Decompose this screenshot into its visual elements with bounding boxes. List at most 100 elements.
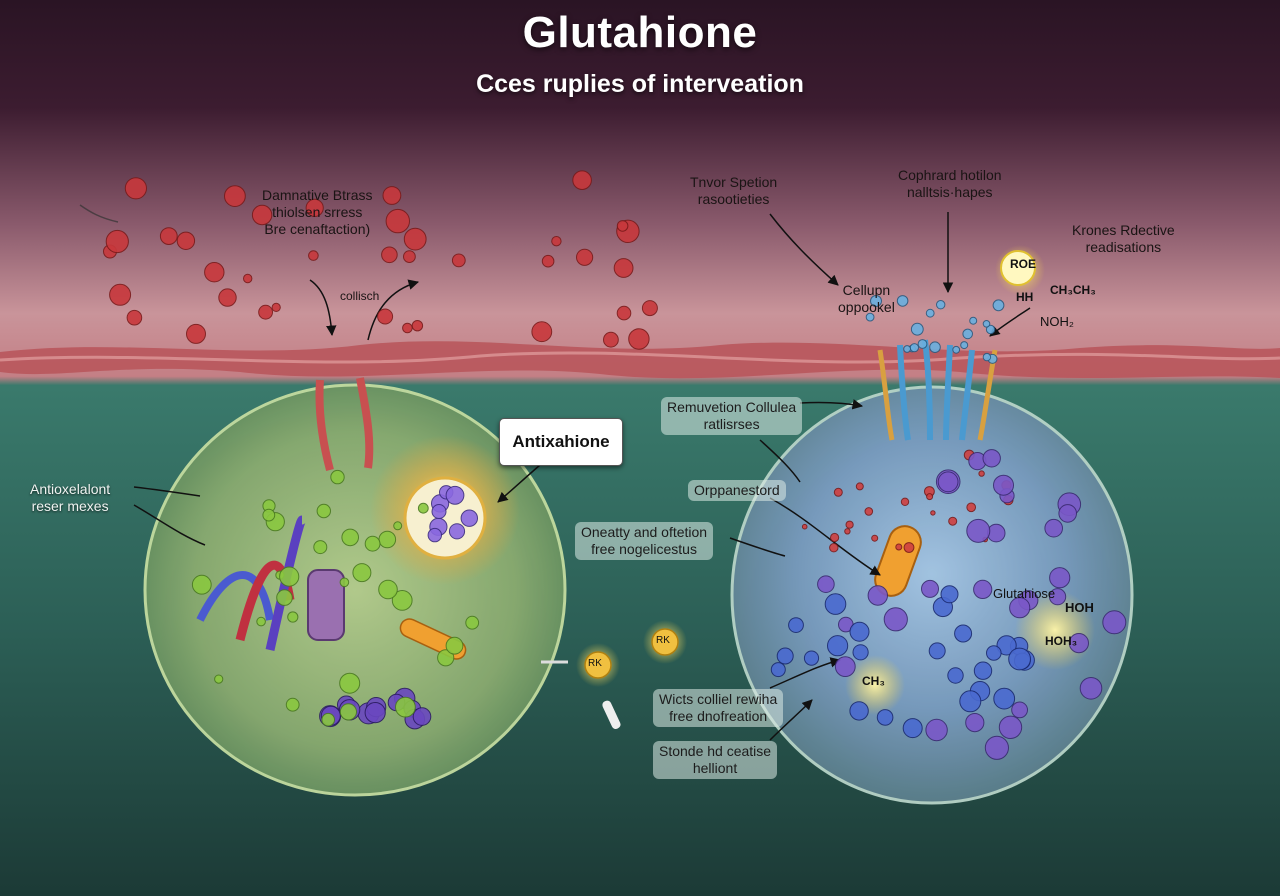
diagram-title: Glutahione xyxy=(522,8,758,57)
label-remuvetion-line1: Remuvetion Collulea xyxy=(667,399,797,415)
molecule-bubble xyxy=(910,322,924,336)
diagram-subtitle: Cces ruplies of interveation xyxy=(476,70,804,98)
molecule-bubble xyxy=(308,250,319,261)
molecule-bubble xyxy=(437,649,455,667)
molecule-bubble xyxy=(613,258,634,278)
molecule-bubble xyxy=(541,254,555,268)
molecule-bubble xyxy=(947,667,964,684)
molecule-bubble xyxy=(339,672,361,694)
molecule-bubble xyxy=(903,345,911,353)
molecule-bubble xyxy=(973,579,993,600)
molecule-bubble xyxy=(883,607,908,632)
molecule-bubble xyxy=(824,593,847,615)
label-cellupn-line1: Cellupn xyxy=(842,282,891,298)
molecule-bubble xyxy=(962,328,974,340)
molecule-bubble xyxy=(966,502,977,513)
molecule-bubble xyxy=(448,523,466,540)
molecule-bubble xyxy=(191,574,212,595)
molecule-bubble xyxy=(921,579,939,598)
molecule-bubble xyxy=(1009,597,1031,619)
label-cellish: collisch xyxy=(340,289,380,303)
molecule-bubble xyxy=(969,316,978,325)
molecule-bubble xyxy=(330,469,345,485)
label-tnvor-line1: Tnvor Spetion xyxy=(690,174,778,190)
molecule-bubble xyxy=(403,250,416,264)
molecule-bubble xyxy=(382,186,402,205)
molecule-bubble xyxy=(262,508,276,522)
molecule-bubble xyxy=(973,661,993,680)
molecule-bubble xyxy=(460,509,478,527)
label-oneatty-line2: free nogelicestus xyxy=(591,541,697,557)
molecule-bubble xyxy=(105,229,129,254)
molecule-bubble xyxy=(895,543,903,551)
chem-roe: ROE xyxy=(1010,257,1037,271)
molecule-bubble xyxy=(364,702,386,724)
molecule-bubble xyxy=(313,540,328,555)
molecule-bubble xyxy=(940,585,959,604)
molecule-bubble xyxy=(258,304,274,320)
label-remuvetion-line2: ratlisrses xyxy=(703,416,760,432)
label-krones: Krones Rdective readisations xyxy=(1072,222,1175,256)
molecule-bubble xyxy=(996,635,1017,656)
molecule-bubble xyxy=(982,352,992,362)
molecule-bubble xyxy=(985,324,996,335)
molecule-bubble xyxy=(531,321,553,343)
molecule-bubble xyxy=(431,504,447,519)
molecule-bubble xyxy=(982,320,991,328)
molecule-bubble xyxy=(341,528,360,547)
molecule-bubble xyxy=(925,308,935,318)
molecule-bubble xyxy=(445,636,464,655)
molecule-bubble xyxy=(830,532,840,543)
label-tnvor-line2: rasootieties xyxy=(697,191,770,207)
molecule-bubble xyxy=(1058,504,1077,523)
chem-hoh: HOH xyxy=(1065,600,1094,615)
molecule-bubble xyxy=(321,712,336,727)
molecule-bubble xyxy=(929,341,941,354)
molecule-bubble xyxy=(936,300,946,310)
molecule-bubble xyxy=(993,687,1016,710)
molecule-rk-2: RK xyxy=(656,635,670,646)
molecule-rk-1: RK xyxy=(588,658,602,669)
molecule-bubble xyxy=(876,709,894,726)
label-cellupn: Cellupn oppookel xyxy=(838,282,895,316)
label-damage: Damnative Btrass thiolsen srress Bre cen… xyxy=(262,187,372,238)
molecule-bubble xyxy=(218,288,237,307)
molecule-bubble xyxy=(992,299,1005,312)
molecule-bubble xyxy=(316,503,331,519)
molecule-bubble xyxy=(214,674,224,684)
molecule-bubble xyxy=(917,339,928,349)
molecule-bubble xyxy=(1102,610,1127,635)
molecule-bubble xyxy=(827,635,849,657)
molecule-bubble xyxy=(852,644,869,661)
molecule-bubble xyxy=(834,656,856,677)
molecule-bubble xyxy=(377,308,394,325)
molecule-bubble xyxy=(865,312,875,322)
molecule-bubble xyxy=(986,645,1002,661)
molecule-bubble xyxy=(393,521,403,531)
label-antioxelalont: Antioxelalont reser mexes xyxy=(30,481,110,515)
label-cellupn-line2: oppookel xyxy=(838,299,895,315)
molecule-bubble xyxy=(364,535,381,552)
molecule-bubble xyxy=(395,696,416,718)
molecule-bubble xyxy=(403,227,427,251)
label-damage-line2: thiolsen srress xyxy=(272,204,363,220)
molecule-bubble xyxy=(385,208,410,234)
molecule-bubble xyxy=(984,735,1010,760)
molecule-bubble xyxy=(925,718,948,742)
chem-hoh3: HOH₃ xyxy=(1045,634,1078,648)
label-tnvor: Tnvor Spetion rasootieties xyxy=(690,174,777,208)
molecule-bubble xyxy=(176,231,196,251)
molecule-bubble xyxy=(896,295,909,307)
molecule-bubble xyxy=(855,482,864,491)
molecule-bubble xyxy=(287,611,299,623)
label-wicts-line2: free dnofreation xyxy=(669,708,768,724)
molecule-bubble xyxy=(1079,677,1103,700)
label-cophrard-line2: nalltsis·hapes xyxy=(906,184,993,200)
molecule-bubble xyxy=(159,227,178,246)
molecule-bubble xyxy=(417,502,429,514)
molecule-bubble xyxy=(1011,701,1028,719)
molecule-bubble xyxy=(285,697,300,712)
label-stonde: Stonde hd ceatise helliont xyxy=(653,741,778,779)
label-cophrard: Cophrard hotilon nalltsis·hapes xyxy=(898,167,1002,201)
